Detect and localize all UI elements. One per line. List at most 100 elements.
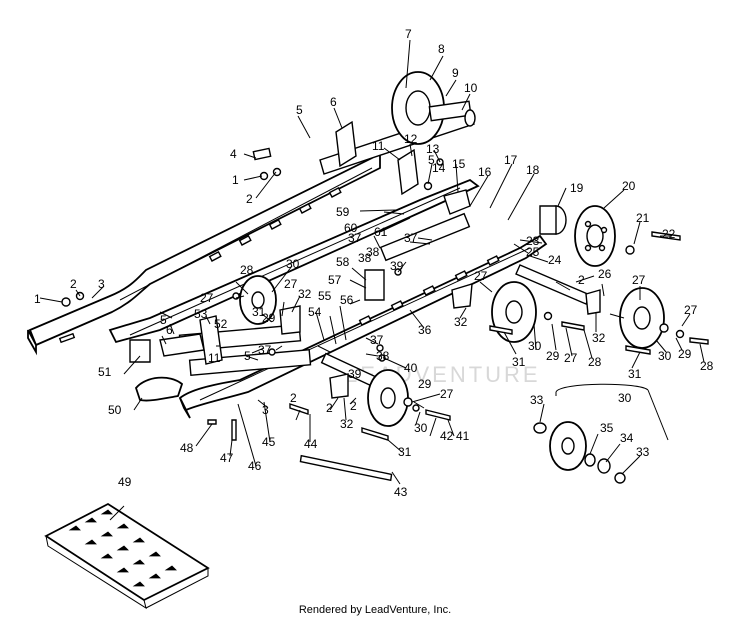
inner-rail (108, 178, 480, 344)
callout-11: 11 (208, 351, 221, 365)
footer-credit: Rendered by LeadVenture, Inc. (298, 604, 452, 616)
callouts: 7 8 9 10 5 6 4 1 2 11 12 5 13 14 15 16 1… (34, 27, 714, 499)
callout-56: 56 (340, 293, 354, 307)
callout-29: 29 (678, 347, 692, 361)
front-bumper (134, 376, 184, 402)
callout-60: 60 (344, 221, 358, 235)
callout-13: 13 (426, 142, 440, 156)
callout-33: 33 (530, 393, 544, 407)
front-arm-assembly (129, 269, 601, 399)
callout-19: 19 (570, 181, 584, 195)
callout-2: 2 (578, 273, 585, 287)
callout-12: 12 (404, 132, 418, 146)
callout-31: 31 (628, 367, 642, 381)
callout-50: 50 (108, 403, 122, 417)
callout-38: 38 (358, 251, 372, 265)
cross-shafts (178, 212, 591, 482)
callout-38: 38 (366, 245, 380, 259)
callout-32: 32 (340, 417, 354, 431)
callout-33: 33 (636, 445, 650, 459)
rear-idler-assembly (319, 71, 476, 175)
callout-28: 28 (588, 355, 602, 369)
callout-55: 55 (318, 289, 332, 303)
callout-4: 4 (230, 147, 237, 161)
callout-43: 43 (394, 485, 408, 499)
left-rail (27, 150, 381, 356)
idler-wheel-28 (239, 275, 277, 325)
callout-2: 2 (70, 277, 77, 291)
callout-39: 39 (390, 259, 404, 273)
rail-slots-right (358, 255, 500, 326)
callout-5: 5 (244, 349, 251, 363)
idler-wheel-20 (574, 205, 616, 267)
callout-1: 1 (232, 173, 239, 187)
callout-14: 14 (432, 161, 446, 175)
callout-37: 37 (258, 343, 272, 357)
callout-36: 36 (418, 323, 432, 337)
callout-5: 5 (160, 313, 167, 327)
callout-8: 8 (438, 42, 445, 56)
callout-52: 52 (214, 317, 228, 331)
callout-45: 45 (262, 435, 276, 449)
callout-20: 20 (622, 179, 636, 193)
callout-48: 48 (180, 441, 194, 455)
callout-23: 23 (526, 234, 540, 248)
callout-39: 39 (348, 367, 362, 381)
callout-27: 27 (474, 269, 488, 283)
idler-wheel-center (491, 281, 537, 343)
callout-32: 32 (298, 287, 312, 301)
callout-27: 27 (284, 277, 298, 291)
callout-3: 3 (262, 403, 269, 417)
callout-42: 42 (440, 429, 454, 443)
callout-31: 31 (252, 305, 266, 319)
callout-30: 30 (658, 349, 672, 363)
callout-7: 7 (405, 27, 412, 41)
callout-30: 30 (528, 339, 542, 353)
callout-44: 44 (304, 437, 318, 451)
callout-26: 26 (598, 267, 612, 281)
callout-27: 27 (564, 351, 578, 365)
callout-58: 58 (336, 255, 350, 269)
callout-3: 3 (98, 277, 105, 291)
callout-37: 37 (348, 231, 362, 245)
callout-25: 25 (526, 245, 540, 259)
callout-37: 37 (404, 231, 418, 245)
callout-27: 27 (200, 291, 214, 305)
callout-40: 40 (404, 361, 418, 375)
callout-5: 5 (296, 103, 303, 117)
leader-lines (39, 39, 705, 521)
callout-30: 30 (286, 257, 300, 271)
callout-32: 32 (592, 331, 606, 345)
idler-wheel-19 (539, 205, 567, 235)
rail-slots (58, 186, 342, 344)
callout-15: 15 (452, 157, 466, 171)
callout-28: 28 (240, 263, 254, 277)
callout-31: 31 (398, 445, 412, 459)
callout-57: 57 (328, 273, 342, 287)
callout-2: 2 (246, 192, 253, 206)
callout-2: 2 (290, 391, 297, 405)
callout-6: 6 (330, 95, 337, 109)
callout-21: 21 (636, 211, 650, 225)
callout-29: 29 (546, 349, 560, 363)
skid-plate-49 (44, 502, 210, 610)
callout-16: 16 (478, 165, 492, 179)
callout-30: 30 (414, 421, 428, 435)
callout-11: 11 (372, 139, 385, 153)
callout-34: 34 (620, 431, 634, 445)
callout-27: 27 (684, 303, 698, 317)
callout-35: 35 (600, 421, 614, 435)
callout-47: 47 (220, 451, 234, 465)
callout-1: 1 (34, 292, 41, 306)
callout-31: 31 (512, 355, 526, 369)
callout-37: 37 (370, 333, 384, 347)
callout-28: 28 (700, 359, 714, 373)
callout-59: 59 (336, 205, 350, 219)
callout-51: 51 (98, 365, 112, 379)
callout-32: 32 (454, 315, 468, 329)
callout-38: 38 (376, 349, 390, 363)
callout-27: 27 (632, 273, 646, 287)
idler-wheel-lower (367, 369, 409, 427)
callout-5: 5 (428, 153, 435, 167)
